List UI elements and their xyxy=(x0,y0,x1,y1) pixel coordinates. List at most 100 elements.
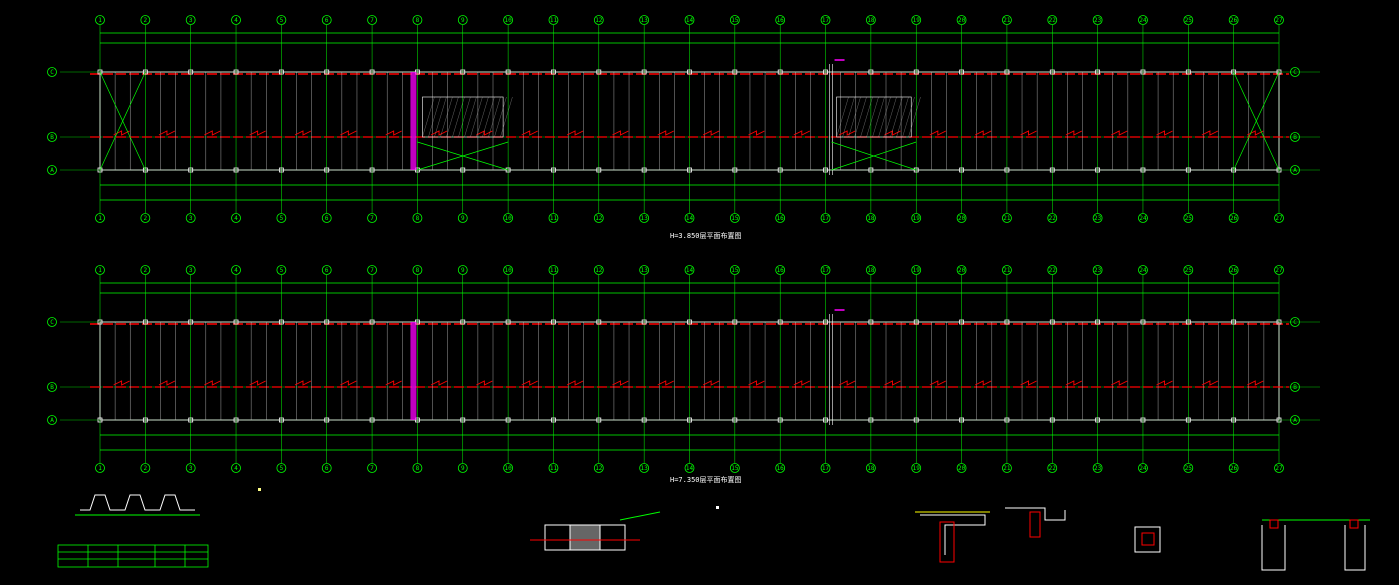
span-arrow xyxy=(1020,130,1037,136)
grid-bubble-20 xyxy=(956,265,967,275)
grid-bubble-13 xyxy=(639,265,650,275)
grid-label-12: 12 xyxy=(595,267,603,274)
span-arrow xyxy=(430,380,448,386)
span-arrow xyxy=(1111,380,1128,386)
grid-label-7: 7 xyxy=(370,215,374,222)
bracing xyxy=(99,71,146,171)
grid-bubble-12 xyxy=(593,15,604,25)
column xyxy=(1231,417,1237,423)
column xyxy=(1049,167,1055,173)
span-arrow xyxy=(430,130,448,136)
grid-label-22: 22 xyxy=(1049,215,1057,222)
grid-label-8: 8 xyxy=(416,215,420,222)
column xyxy=(596,69,602,75)
span-arrow xyxy=(113,130,130,136)
grid-label-19: 19 xyxy=(913,465,921,472)
grid-bubble-21 xyxy=(1002,15,1012,25)
span-arrow xyxy=(113,380,130,386)
column xyxy=(1276,69,1282,75)
grid-bubble-9 xyxy=(457,265,468,275)
grid-label-5: 5 xyxy=(280,17,284,24)
column xyxy=(1140,69,1146,75)
grid-bubble-25 xyxy=(1183,265,1194,275)
span-arrow xyxy=(1247,380,1264,386)
column xyxy=(369,167,375,173)
span-arrow xyxy=(1201,130,1219,136)
column xyxy=(278,69,284,75)
column xyxy=(959,167,964,173)
grid-bubble-12 xyxy=(593,463,604,473)
hatch-line xyxy=(428,96,441,138)
column xyxy=(233,69,239,75)
hatch-line xyxy=(854,96,867,138)
grid-bubble-23 xyxy=(1092,15,1103,25)
column xyxy=(142,167,148,173)
span-arrow xyxy=(476,380,493,386)
row-label-A: A xyxy=(50,417,54,424)
grid-bubble-2 xyxy=(140,15,151,25)
grid-bubble-23 xyxy=(1092,463,1103,473)
column xyxy=(959,69,964,75)
grid-label-19: 19 xyxy=(913,267,921,274)
row-bubble-C xyxy=(1290,317,1300,327)
column xyxy=(1231,167,1237,173)
column xyxy=(1004,319,1010,325)
hatch-line xyxy=(872,96,885,138)
grid-bubble-8 xyxy=(412,15,423,25)
grid-bubble-27 xyxy=(1274,15,1284,25)
column xyxy=(1095,319,1101,325)
span-arrow xyxy=(566,380,584,386)
column xyxy=(1276,167,1282,173)
profile-section-detail xyxy=(75,494,200,516)
grid-bubble-11 xyxy=(548,265,559,275)
grid-label-16: 16 xyxy=(777,17,785,24)
grid-label-8: 8 xyxy=(416,17,420,24)
grid-label-18: 18 xyxy=(867,17,875,24)
column xyxy=(1185,417,1191,423)
row-label-C: C xyxy=(50,319,54,326)
grid-label-17: 17 xyxy=(822,267,830,274)
grid-label-1: 1 xyxy=(98,267,102,274)
grid-label-21: 21 xyxy=(1003,17,1011,24)
grid-label-27: 27 xyxy=(1275,215,1283,222)
hatch-line xyxy=(476,96,489,138)
grid-label-7: 7 xyxy=(370,267,374,274)
column xyxy=(460,69,466,75)
column xyxy=(687,319,692,325)
grid-bubble-16 xyxy=(775,463,786,473)
column xyxy=(641,69,647,75)
grid-bubble-10 xyxy=(503,213,514,223)
grid-bubble-27 xyxy=(1274,213,1284,223)
grid-label-20: 20 xyxy=(958,267,966,274)
grid-bubble-18 xyxy=(865,213,876,223)
grid-label-15: 15 xyxy=(731,465,739,472)
column xyxy=(1140,319,1146,325)
column xyxy=(1095,167,1101,173)
column xyxy=(913,167,919,173)
span-arrow xyxy=(612,380,629,386)
grid-bubble-19 xyxy=(911,265,922,275)
span-arrow xyxy=(521,380,538,386)
grid-label-8: 8 xyxy=(416,465,420,472)
grid-bubble-1 xyxy=(95,265,105,275)
column xyxy=(687,417,692,423)
row-bubble-C xyxy=(47,67,57,77)
grid-bubble-8 xyxy=(412,265,423,275)
grid-label-18: 18 xyxy=(867,267,875,274)
grid-label-12: 12 xyxy=(595,465,603,472)
hatch-line xyxy=(488,96,501,138)
column xyxy=(1140,417,1146,423)
grid-label-11: 11 xyxy=(550,267,558,274)
grid-label-14: 14 xyxy=(686,465,694,472)
stair-opening xyxy=(836,96,912,138)
grid-bubble-10 xyxy=(503,265,514,275)
span-arrow xyxy=(1065,130,1083,136)
column xyxy=(551,69,556,75)
grid-label-11: 11 xyxy=(550,215,558,222)
grid-label-17: 17 xyxy=(822,17,830,24)
grid-label-21: 21 xyxy=(1003,267,1011,274)
column xyxy=(777,319,783,325)
grid-label-6: 6 xyxy=(325,465,329,472)
grid-bubble-5 xyxy=(276,265,287,275)
